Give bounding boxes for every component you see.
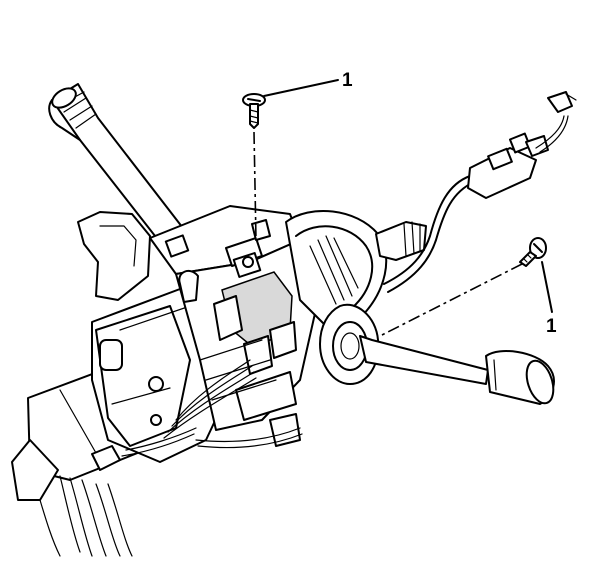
leader-lines [263, 79, 553, 313]
multifunction-switch-assembly [149, 205, 319, 447]
screw-right [519, 237, 547, 267]
wiring-harness [39, 359, 303, 557]
left-stalk-lever [48, 83, 187, 251]
callout-label-top: 1 [342, 70, 353, 91]
alignment-lines [253, 131, 523, 337]
switch-connector [383, 91, 577, 293]
steering-column-housing [11, 285, 239, 501]
column-bracket [77, 211, 151, 301]
callout-label-right: 1 [546, 316, 557, 337]
screw-top [242, 93, 266, 129]
clock-spring-ring [285, 210, 388, 385]
right-stalk-lever [359, 221, 555, 405]
